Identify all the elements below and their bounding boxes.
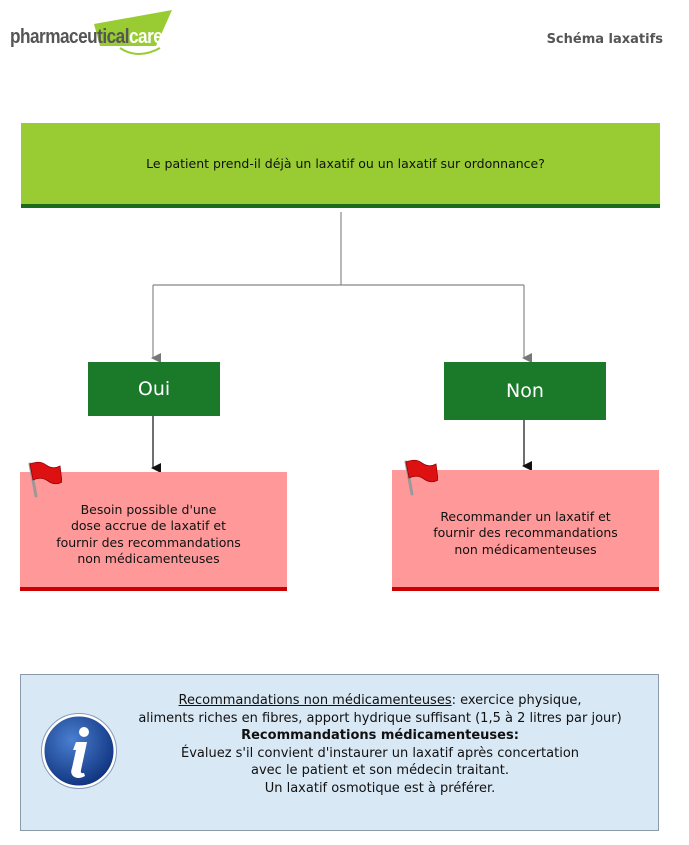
red-flag-icon xyxy=(28,461,62,498)
advice-no-line: fournir des recommandations xyxy=(433,525,618,541)
med-line-2: avec le patient et son médecin traitant. xyxy=(251,763,509,778)
info-box xyxy=(20,674,659,831)
logo-swoosh xyxy=(119,47,161,55)
advice-yes-box: Besoin possible d'une dose accrue de lax… xyxy=(20,472,287,591)
nonmed-line-1: Recommandations non médicamenteuses: exe… xyxy=(100,692,660,710)
advice-yes-line: fournir des recommandations xyxy=(56,534,241,550)
advice-no-box: Recommander un laxatif et fournir des re… xyxy=(392,470,659,591)
answer-no-label: Non xyxy=(506,380,544,402)
logo-text-accent: care.be xyxy=(128,26,186,48)
page-title: Schéma laxatifs xyxy=(546,32,663,47)
advice-no-line: Recommander un laxatif et xyxy=(440,508,611,524)
advice-yes-line: non médicamenteuses xyxy=(77,551,220,566)
question-box: Le patient prend-il déjà un laxatif ou u… xyxy=(21,123,660,208)
med-line-1: Évaluez s'il convient d'instaurer un lax… xyxy=(180,745,580,761)
nonmed-heading: Recommandations non médicamenteuses xyxy=(178,693,452,708)
answer-yes-box: Oui xyxy=(88,362,220,416)
connector-question-to-split xyxy=(153,212,524,286)
med-line-3: Un laxatif osmotique est à préférer. xyxy=(264,780,496,796)
red-flag-icon xyxy=(404,459,438,496)
advice-yes-line: dose accrue de laxatif et xyxy=(70,518,226,533)
nonmed-line-1-rest: : exercice physique, xyxy=(451,693,582,708)
answer-no-box: Non xyxy=(444,362,606,420)
logo-leaf-icon xyxy=(94,10,172,46)
answer-yes-label: Oui xyxy=(137,378,171,400)
question-text: Le patient prend-il déjà un laxatif ou u… xyxy=(146,156,545,171)
logo[interactable] xyxy=(10,8,200,60)
nonmed-line-2: aliments riches en fibres, apport hydriq… xyxy=(138,710,622,726)
med-heading: Recommandations médicamenteuses: xyxy=(241,728,519,743)
advice-yes-line: Besoin possible d'une xyxy=(80,501,217,517)
logo-text: pharmaceuticalcare.be xyxy=(10,26,186,49)
info-text: Recommandations non médicamenteuses: exe… xyxy=(100,692,660,797)
logo-text-main: pharmaceutical xyxy=(10,26,129,48)
info-icon xyxy=(41,713,117,789)
advice-no-line: non médicamenteuses xyxy=(454,541,597,557)
